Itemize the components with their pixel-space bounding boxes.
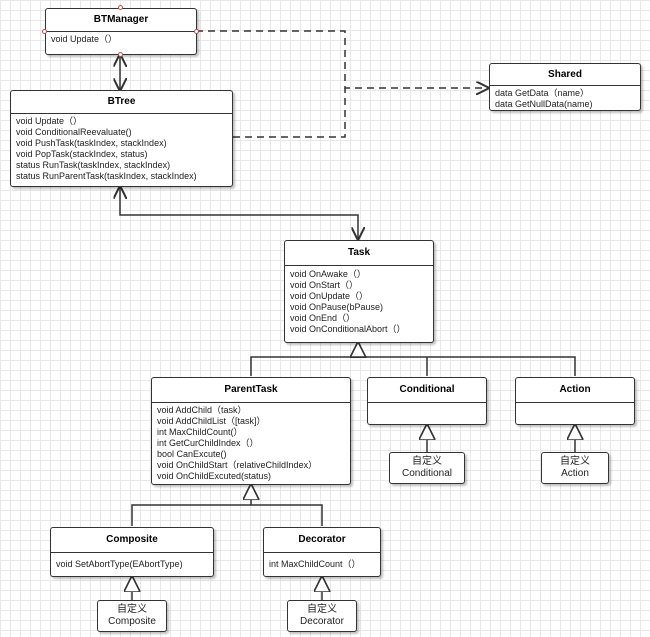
class-shared-name: Shared: [490, 64, 640, 86]
method: data GetNullData(name): [495, 99, 593, 109]
custom-action-node[interactable]: 自定义 Action: [541, 452, 609, 484]
class-decorator[interactable]: Decorator int MaxChildCount（）: [263, 527, 381, 577]
class-action[interactable]: Action: [515, 377, 635, 425]
method: status RunParentTask(taskIndex, stackInd…: [16, 171, 197, 181]
class-decorator-name: Decorator: [264, 528, 380, 553]
class-task[interactable]: Task void OnAwake（） void OnStart（） void …: [284, 240, 434, 343]
method: void Update（）: [51, 34, 118, 44]
method: void OnChildExcuted(status): [157, 471, 272, 481]
class-btmanager-methods: void Update（）: [46, 32, 196, 45]
selection-handle[interactable]: [194, 29, 199, 34]
class-conditional[interactable]: Conditional: [367, 377, 487, 425]
method: void OnConditionalAbort（）: [290, 324, 406, 334]
method: void OnStart（）: [290, 280, 359, 290]
method: void ConditionalReevaluate(): [16, 127, 132, 137]
custom-conditional-node[interactable]: 自定义 Conditional: [389, 452, 465, 484]
method: void AddChild（task）: [157, 405, 247, 415]
class-btree-name: BTree: [11, 91, 232, 114]
selection-handle[interactable]: [118, 5, 123, 10]
custom-label: 自定义: [117, 604, 147, 615]
method: void OnEnd（）: [290, 313, 356, 323]
class-btmanager[interactable]: BTManager void Update（）: [45, 8, 197, 55]
class-shared[interactable]: Shared data GetData（name） data GetNullDa…: [489, 63, 641, 111]
btmanager-shared-dependency: [196, 30, 488, 88]
custom-type: Decorator: [300, 616, 344, 627]
btree-task-association: [120, 187, 358, 239]
custom-type: Composite: [108, 616, 156, 627]
btree-shared-dependency: [233, 88, 346, 138]
method: void PushTask(taskIndex, stackIndex): [16, 138, 167, 148]
class-action-name: Action: [516, 378, 634, 403]
method: void OnUpdate（）: [290, 291, 369, 301]
method: bool CanExcute(): [157, 449, 227, 459]
method: status RunTask(taskIndex, stackIndex): [16, 160, 171, 170]
custom-label: 自定义: [560, 456, 590, 467]
custom-decorator-node[interactable]: 自定义 Decorator: [287, 600, 357, 632]
class-shared-methods: data GetData（name） data GetNullData(name…: [490, 86, 640, 110]
custom-type: Conditional: [401, 468, 453, 479]
inherit-branches-task: [250, 356, 576, 376]
class-parenttask-methods: void AddChild（task） void AddChildList（[t…: [152, 403, 350, 482]
method: void OnPause(bPause): [290, 302, 384, 312]
selection-handle[interactable]: [42, 29, 47, 34]
selection-handle[interactable]: [118, 52, 123, 57]
class-task-methods: void OnAwake（） void OnStart（） void OnUpd…: [285, 266, 433, 335]
class-btree-methods: void Update（） void ConditionalReevaluate…: [11, 114, 232, 182]
custom-label: 自定义: [307, 604, 337, 615]
custom-label: 自定义: [412, 456, 442, 467]
method: int MaxChildCount（）: [269, 559, 361, 569]
class-composite-name: Composite: [51, 528, 213, 553]
class-composite[interactable]: Composite void SetAbortType(EAbortType): [50, 527, 214, 577]
class-btmanager-name: BTManager: [46, 9, 196, 32]
method: void AddChildList（[task]）: [157, 416, 266, 426]
method: void OnAwake（）: [290, 269, 366, 279]
method: int MaxChildCount(）: [157, 427, 243, 437]
method: void Update（）: [16, 116, 83, 126]
method: data GetData（name）: [495, 88, 590, 98]
method: int GetCurChildIndex（）: [157, 438, 259, 448]
class-composite-methods: void SetAbortType(EAbortType): [51, 553, 213, 570]
class-task-name: Task: [285, 241, 433, 266]
class-decorator-methods: int MaxChildCount（）: [264, 553, 380, 570]
method: void SetAbortType(EAbortType): [56, 559, 183, 569]
custom-type: Action: [561, 468, 589, 479]
method: void PopTask(stackIndex, status): [16, 149, 148, 159]
class-conditional-name: Conditional: [368, 378, 486, 403]
class-parenttask-name: ParentTask: [152, 378, 350, 403]
method: void OnChildStart（relativeChildIndex）: [157, 460, 318, 470]
class-btree[interactable]: BTree void Update（） void ConditionalReev…: [10, 90, 233, 187]
class-parenttask[interactable]: ParentTask void AddChild（task） void AddC…: [151, 377, 351, 485]
custom-composite-node[interactable]: 自定义 Composite: [97, 600, 167, 632]
inherit-branches-parenttask: [131, 504, 323, 526]
